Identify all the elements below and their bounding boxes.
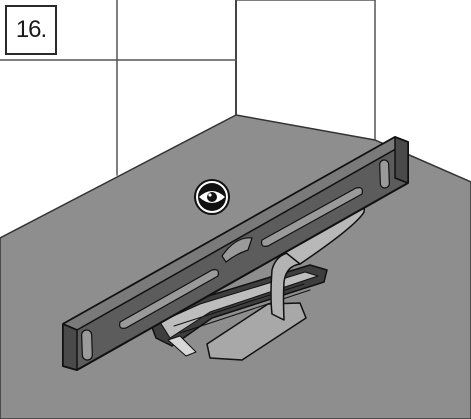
eye-icon [194,179,230,215]
step-number-badge: 16. [5,5,57,55]
spirit-level [62,136,409,371]
step-number: 16. [15,16,47,43]
